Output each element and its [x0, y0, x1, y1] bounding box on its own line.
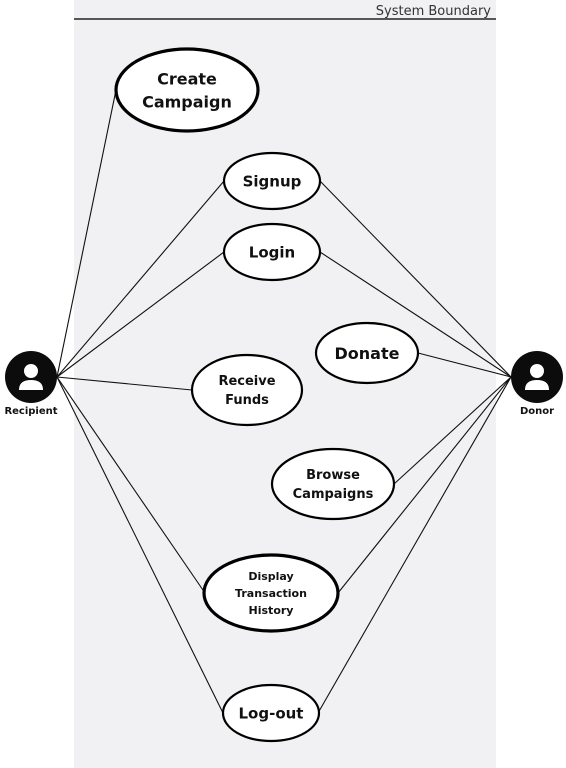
- use-case-label-line: Create: [157, 69, 217, 88]
- use-case-ellipse: [202, 553, 340, 633]
- use-case-label-line: Receive: [218, 374, 275, 389]
- association-donor-log-out: [317, 376, 512, 714]
- association-donor-donate: [417, 352, 512, 378]
- use-case-label-line: Browse: [306, 468, 360, 483]
- actors: Recipient Donor: [4, 351, 563, 417]
- use-case-label-line: Display: [248, 570, 293, 583]
- use-case-label-line: History: [249, 604, 294, 617]
- use-case-label-line: Signup: [243, 172, 302, 190]
- use-case-ellipse: [270, 447, 396, 521]
- association-recipient-display-transaction-history: [56, 376, 206, 594]
- association-donor-browse-campaigns: [393, 376, 512, 485]
- association-donor-signup: [319, 180, 512, 378]
- use-case-label-line: Login: [249, 243, 295, 261]
- use-cases: CreateCampaignSignupLoginDonateReceiveFu…: [114, 47, 420, 743]
- use-case-ellipse: [221, 683, 321, 743]
- use-case-login: Login: [222, 222, 322, 282]
- associations: [56, 89, 512, 714]
- actor-label: Recipient: [4, 406, 57, 417]
- actor-recipient: Recipient: [4, 351, 58, 417]
- use-case-donate: Donate: [314, 321, 420, 385]
- use-case-label-line: Campaign: [142, 92, 232, 111]
- user-icon: [19, 364, 43, 390]
- association-recipient-create-campaign: [56, 89, 117, 378]
- use-case-label-line: Donate: [335, 344, 400, 363]
- user-icon: [525, 364, 549, 390]
- association-donor-login: [319, 251, 512, 378]
- system-boundary-label: System Boundary: [376, 4, 492, 19]
- use-case-ellipse: [222, 222, 322, 282]
- association-recipient-receive-funds: [56, 376, 193, 391]
- use-case-label-line: Campaigns: [293, 487, 374, 502]
- association-recipient-login: [56, 251, 225, 378]
- use-case-ellipse: [114, 47, 260, 133]
- association-recipient-signup: [56, 180, 225, 378]
- use-case-label-line: Transaction: [235, 587, 307, 600]
- association-recipient-log-out: [56, 376, 224, 714]
- use-case-ellipse: [314, 321, 420, 385]
- use-case-label-line: Funds: [225, 393, 269, 408]
- actor-label: Donor: [520, 406, 554, 417]
- use-case-label-line: Log-out: [239, 704, 304, 722]
- actor-donor: Donor: [511, 351, 563, 417]
- association-donor-display-transaction-history: [337, 376, 512, 594]
- use-case-ellipse: [222, 151, 322, 211]
- use-case-ellipse: [190, 353, 304, 427]
- use-case-log-out: Log-out: [221, 683, 321, 743]
- use-case-signup: Signup: [222, 151, 322, 211]
